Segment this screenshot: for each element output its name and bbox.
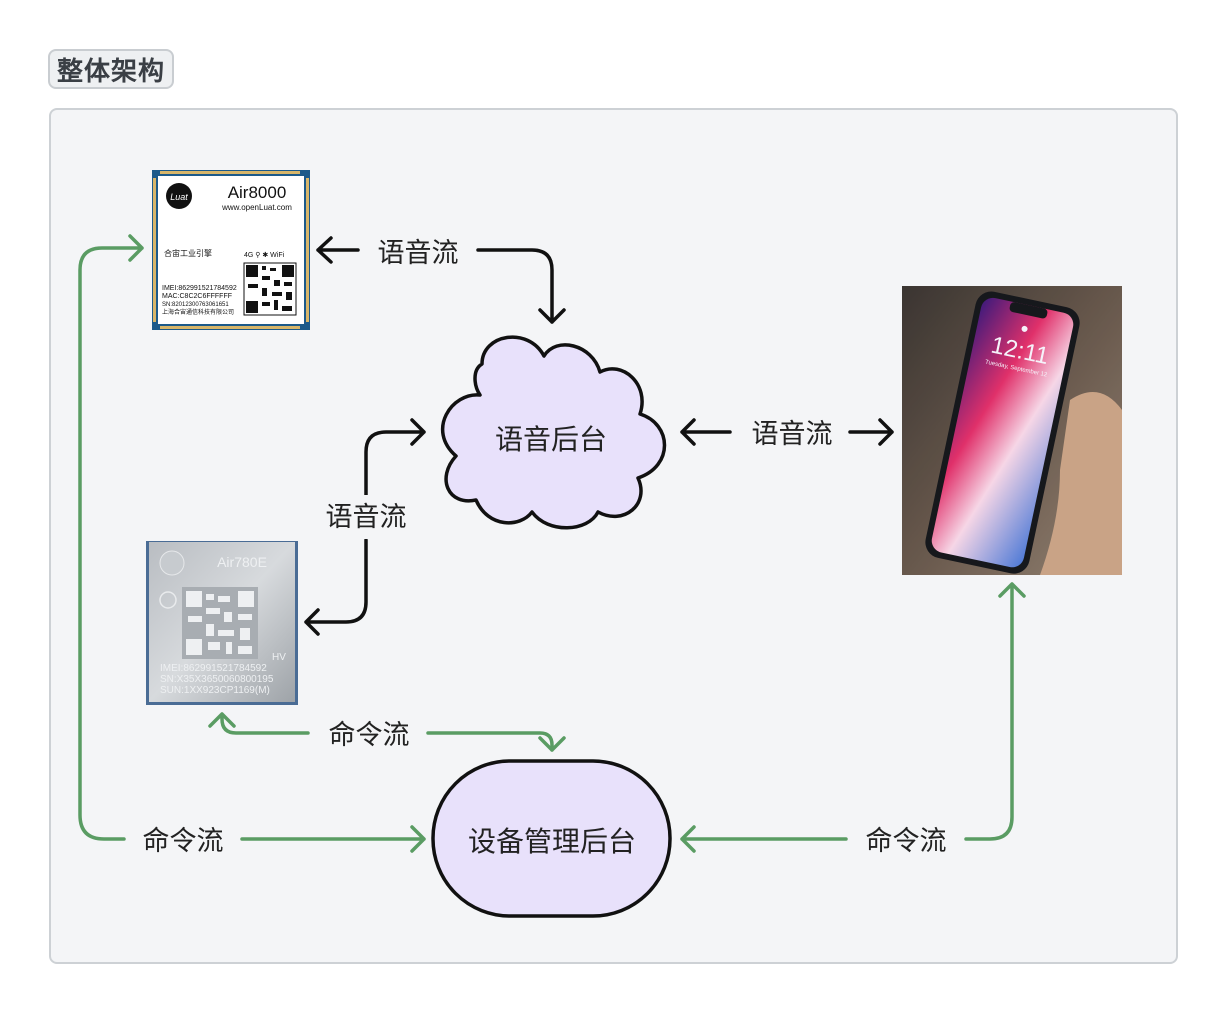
air8000-slogan: 合宙工业引擎 bbox=[164, 248, 212, 258]
device-backend-node[interactable]: 设备管理后台 bbox=[431, 759, 672, 918]
pill-shape bbox=[431, 759, 672, 918]
command-flow-arrows bbox=[78, 234, 1026, 853]
air780e-hv: HV bbox=[272, 652, 286, 663]
air780e-module[interactable]: Air780E HV IMEI:862991521784592 SN:X35X3… bbox=[146, 541, 298, 705]
air8000-module[interactable]: Luat Air8000 www.openLuat.com 合宙工业引擎 4G … bbox=[152, 170, 310, 330]
air8000-logo: Luat bbox=[170, 192, 188, 202]
command-arrow-mid bbox=[208, 712, 566, 752]
voice-backend-node[interactable]: 语音后台 bbox=[441, 335, 667, 530]
section-title: 整体架构 bbox=[48, 49, 174, 89]
command-flow-label-right: 命令流 bbox=[866, 826, 947, 857]
air780e-qr-code bbox=[182, 587, 258, 659]
air8000-qr-code bbox=[243, 262, 297, 316]
air780e-imei: IMEI:862991521784592 bbox=[160, 663, 267, 674]
air780e-mfg: SUN:1XX923CP1169(M) bbox=[160, 685, 270, 696]
air780e-sn: SN:X35X3650060800195 bbox=[160, 674, 274, 685]
voice-flow-label-mid: 语音流 bbox=[326, 502, 407, 533]
voice-backend-label: 语音后台 bbox=[495, 423, 607, 456]
command-arrow-left bbox=[78, 234, 426, 853]
voice-arrow-top bbox=[316, 236, 566, 324]
voice-arrow-right bbox=[680, 418, 894, 446]
command-flow-label-left: 命令流 bbox=[143, 826, 224, 857]
voice-flow-label-right: 语音流 bbox=[752, 419, 833, 450]
air8000-model: Air8000 bbox=[228, 183, 287, 202]
air8000-imei: IMEI:862991521784592 bbox=[162, 285, 237, 292]
air8000-site: www.openLuat.com bbox=[221, 203, 292, 212]
cloud-shape bbox=[441, 335, 667, 530]
air8000-company: 上海合宙通信科技有限公司 bbox=[162, 308, 234, 316]
command-flow-label-mid: 命令流 bbox=[329, 720, 410, 751]
command-arrow-right bbox=[680, 582, 1026, 853]
air780e-model: Air780E bbox=[217, 554, 267, 570]
voice-flow-label-top: 语音流 bbox=[378, 238, 459, 269]
voice-arrow-mid bbox=[304, 418, 426, 636]
device-backend-label: 设备管理后台 bbox=[468, 825, 636, 858]
hand bbox=[1040, 392, 1122, 575]
phone-image[interactable]: 12:11 Tuesday, September 12 bbox=[902, 286, 1122, 577]
air8000-mac: MAC:C8C2C6FFFFFF bbox=[162, 293, 232, 300]
air8000-badges: 4G ⚲ ✱ WiFi bbox=[244, 251, 285, 259]
air8000-sn: SN:82012300763061651 bbox=[162, 302, 229, 308]
voice-flow-arrows bbox=[304, 236, 894, 636]
lock-icon bbox=[1021, 325, 1028, 332]
